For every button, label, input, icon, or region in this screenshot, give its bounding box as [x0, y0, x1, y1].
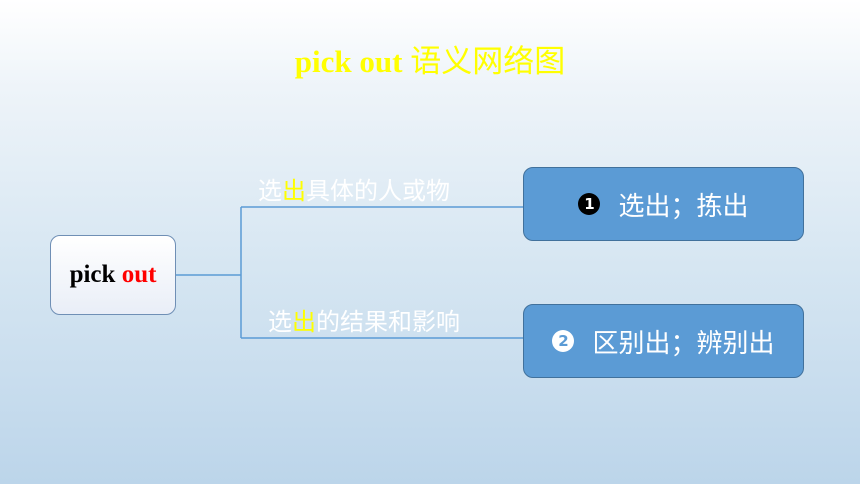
branch-label-2: 选出的结果和影响 [268, 302, 460, 337]
number-badge-2: 2 [552, 330, 575, 352]
branch-label-2-highlight: 出 [292, 308, 316, 336]
branch-label-1-highlight: 出 [282, 177, 306, 205]
branch-label-2-pre: 选 [268, 308, 292, 336]
root-word-out: out [121, 261, 157, 288]
root-word-pick: pick [69, 261, 116, 288]
sense-text-1: 选出；拣出 [618, 191, 749, 222]
title-english: pick out [294, 44, 403, 79]
branch-label-1: 选出具体的人或物 [258, 171, 450, 206]
title-chinese: 语义网络图 [410, 44, 566, 80]
diagram-title: pick out 语义网络图 [0, 36, 860, 81]
sense-box-1: 1 选出；拣出 [523, 167, 804, 241]
branch-label-1-pre: 选 [258, 177, 282, 205]
sense-text-2: 区别出；辨别出 [592, 328, 775, 359]
number-badge-1: 1 [578, 193, 601, 215]
sense-box-2: 2 区别出；辨别出 [523, 304, 804, 378]
branch-label-2-post: 的结果和影响 [316, 308, 460, 336]
branch-label-1-post: 具体的人或物 [306, 177, 450, 205]
root-node: pick out [50, 235, 176, 315]
